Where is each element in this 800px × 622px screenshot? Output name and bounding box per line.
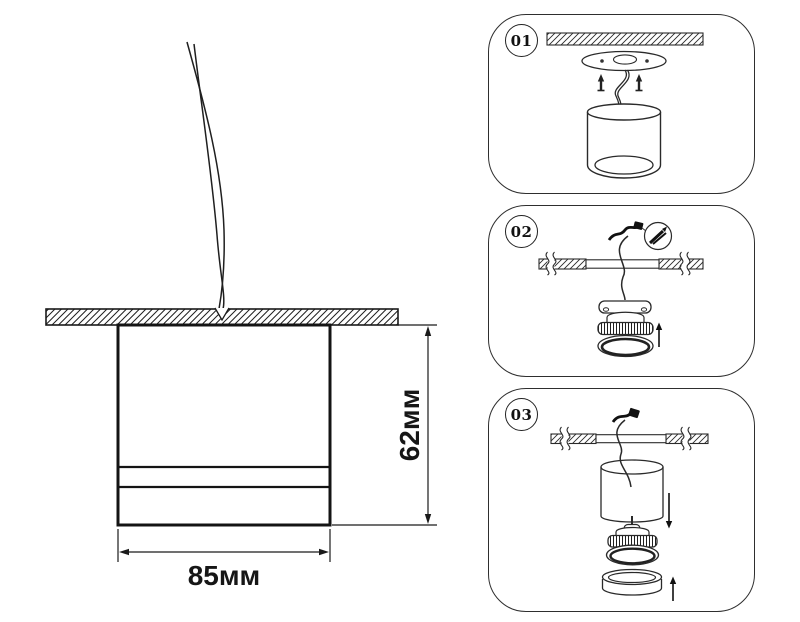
step-03-badge: 03 (505, 398, 538, 431)
plate-edge-on (595, 434, 667, 444)
twisted-wires (662, 226, 667, 232)
ceiling-section (45, 307, 399, 326)
mounting-plate (598, 300, 652, 314)
wire-connector-detail (607, 221, 673, 251)
lead-wire (616, 419, 632, 488)
step-02-panel: 02 (488, 205, 755, 377)
break-mark (680, 426, 692, 451)
dim-arrow-down (424, 514, 432, 524)
trim-ring (601, 568, 663, 596)
step-02-badge: 02 (505, 215, 538, 248)
width-dimension (117, 529, 331, 562)
step-01-panel: 01 (488, 14, 755, 194)
step-01-number: 01 (510, 31, 533, 50)
magnifier-detail (643, 221, 673, 251)
dim-arrow-left (119, 548, 129, 556)
step-03-number: 03 (510, 405, 533, 424)
plate-hole-left (600, 59, 604, 63)
knurled-ring (597, 321, 654, 336)
step-01-badge: 01 (505, 24, 538, 57)
step-01-illustration (546, 32, 704, 179)
ceiling-hatch (546, 32, 704, 46)
hanging-wire (186, 41, 225, 310)
arrow-up-icon (669, 576, 677, 601)
step-03-illustration (550, 407, 709, 601)
step-02-number: 02 (510, 222, 533, 241)
mounting-screws (597, 74, 643, 92)
cylinder-rim (594, 155, 654, 175)
break-mark (559, 426, 571, 451)
dim-arrow-right (319, 548, 329, 556)
cylinder-open-top (600, 459, 664, 475)
fixture-cylinder (600, 467, 664, 523)
screw-icon (597, 74, 605, 92)
lamp-lens (600, 337, 651, 357)
mounting-plate (581, 50, 667, 72)
height-dimension-label: 62мм (394, 389, 425, 462)
fixture-body (116, 323, 332, 527)
wire-notch (214, 307, 230, 322)
step-02-illustration (538, 221, 704, 358)
screw-icon (635, 74, 643, 92)
ceiling-cutout (538, 251, 704, 276)
height-dimension (332, 324, 437, 526)
ceiling-cutout (550, 426, 709, 451)
step-03-panel: 03 (488, 388, 755, 612)
fixture-cylinder (586, 103, 662, 179)
arrow-up-icon (655, 322, 663, 347)
width-dimension-label: 85мм (188, 560, 261, 591)
gx53-lamp (597, 311, 654, 358)
left-dimension-drawing: 62мм 85мм (45, 41, 437, 591)
break-mark (679, 251, 691, 276)
wire-connector-detail (611, 407, 640, 423)
dim-arrow-up (424, 326, 432, 336)
break-mark (545, 251, 557, 276)
plate-hole-right (645, 59, 649, 63)
lamp-lens (609, 547, 656, 565)
gx53-lamp (605, 526, 660, 566)
arrow-down-icon (665, 493, 673, 529)
connector-block (633, 221, 644, 230)
lead-wire (618, 235, 629, 301)
fixture-trim-lines (118, 465, 330, 489)
connector-block (628, 407, 640, 419)
